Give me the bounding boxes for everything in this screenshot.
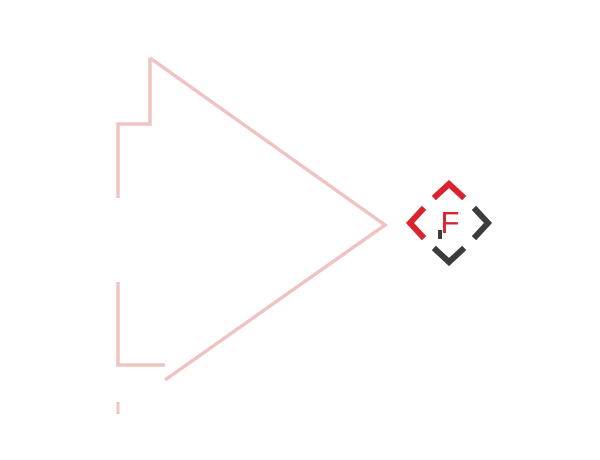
- logo-letter: F: [441, 205, 460, 240]
- triangle-outline-left-top: [116, 58, 152, 198]
- chevron-left-icon: [405, 205, 427, 241]
- f-arrows-logo-icon: F: [405, 179, 493, 267]
- triangle-outline-shape: [116, 56, 389, 414]
- chevron-right-icon: [471, 205, 493, 241]
- triangle-outline-left-bottom: [116, 282, 165, 367]
- chevron-down-icon: [431, 245, 467, 267]
- triangle-outline-diagonals: [148, 56, 389, 382]
- logo-letter-stem: [438, 230, 442, 239]
- chevron-up-icon: [431, 179, 467, 201]
